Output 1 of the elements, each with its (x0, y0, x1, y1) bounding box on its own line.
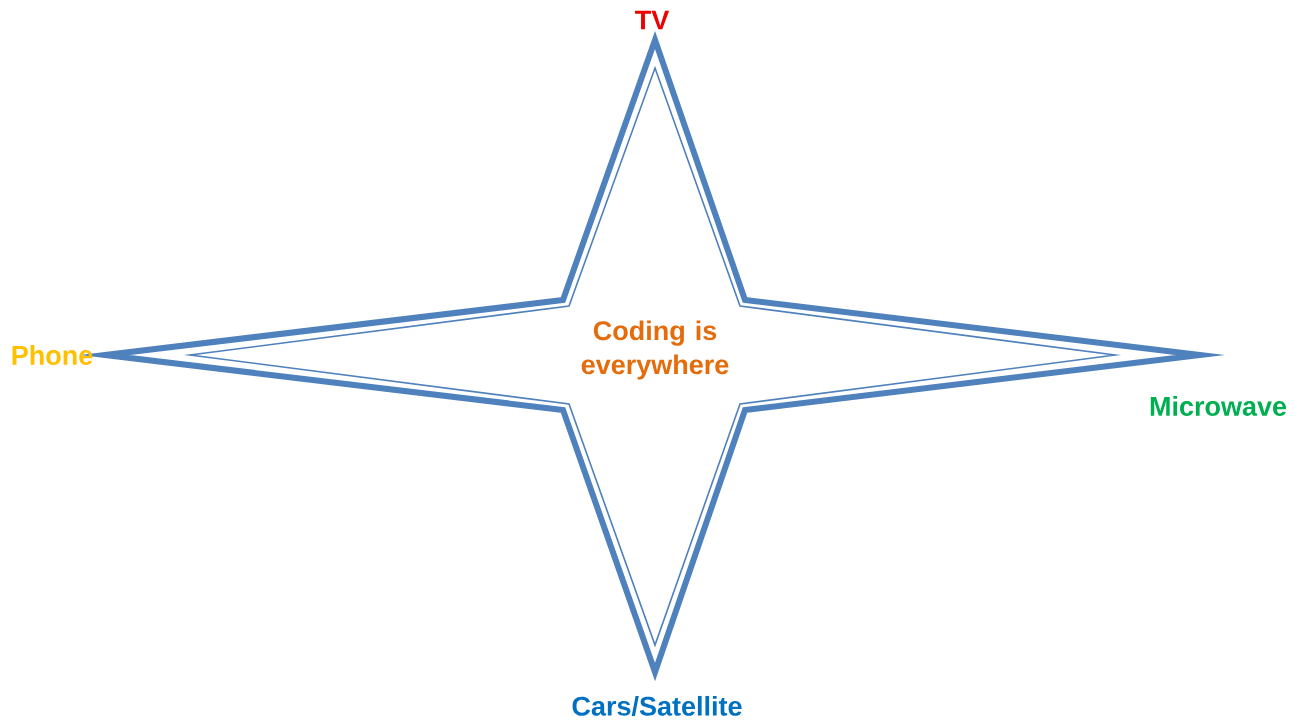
tip-label: Microwave (1150, 396, 1287, 416)
